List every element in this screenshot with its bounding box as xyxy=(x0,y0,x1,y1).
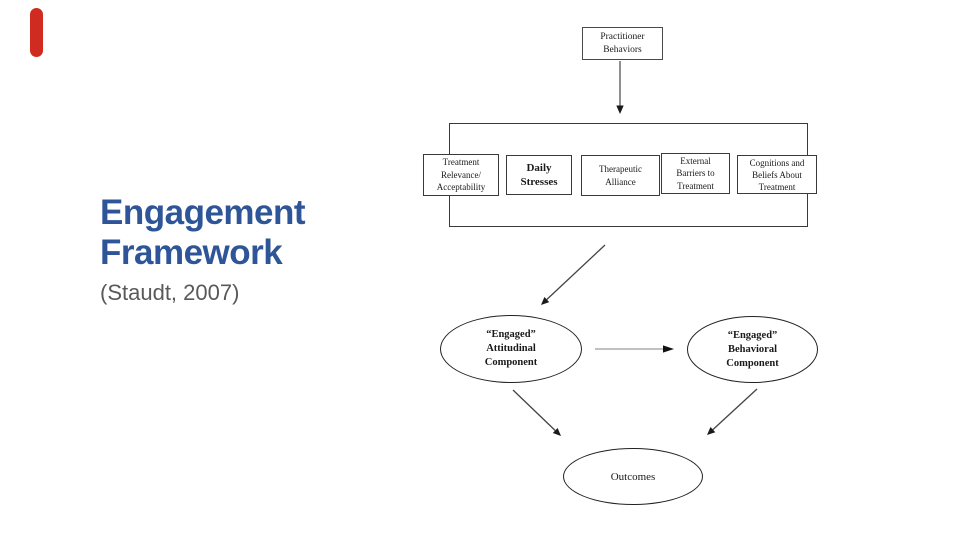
factor-box-external-barriers: External Barriers to Treatment xyxy=(661,153,730,194)
citation-text: (Staudt, 2007) xyxy=(100,280,240,305)
arrow-practitioner-to-factors xyxy=(616,61,624,114)
factor-box-therapeutic-alliance: Therapeutic Alliance xyxy=(581,155,660,196)
arrow-attitudinal-to-outcomes xyxy=(512,389,561,436)
accent-bar xyxy=(30,8,43,57)
attitudinal-component-ellipse: “Engaged” Attitudinal Component xyxy=(440,315,582,383)
factor-box-daily-stresses: Daily Stresses xyxy=(506,155,572,195)
behavioral-component-ellipse: “Engaged” Behavioral Component xyxy=(687,316,818,383)
arrow-attitudinal-to-behavioral xyxy=(595,345,674,353)
page-title: Engagement Framework xyxy=(100,193,306,272)
outcomes-ellipse: Outcomes xyxy=(563,448,703,505)
practitioner-behaviors-box: Practitioner Behaviors xyxy=(582,27,663,60)
title-block: Engagement Framework (Staudt, 2007) xyxy=(100,193,400,306)
factor-box-treatment-relevance: Treatment Relevance/ Acceptability xyxy=(423,154,499,196)
factor-box-cognitions-beliefs: Cognitions and Beliefs About Treatment xyxy=(737,155,817,194)
arrow-factors-to-attitudinal xyxy=(541,244,606,305)
arrow-behavioral-to-outcomes xyxy=(707,388,758,435)
